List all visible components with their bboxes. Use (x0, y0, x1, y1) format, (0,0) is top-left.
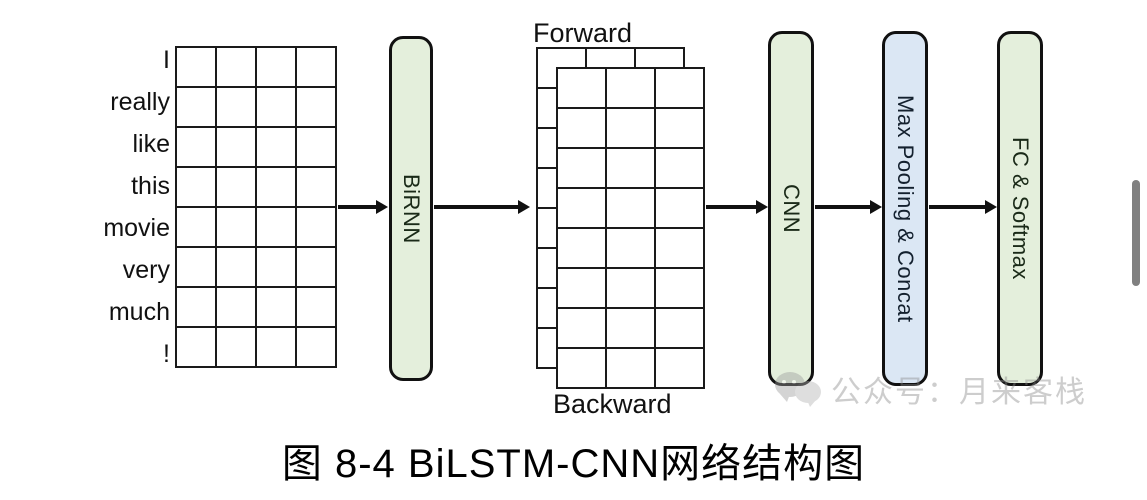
arrow-birnn-to-features (434, 200, 530, 214)
grid-cell (653, 106, 706, 150)
input-embedding-grid (174, 45, 338, 369)
grid-cell (254, 325, 298, 369)
stage-label-max-pooling: Max Pooling & Concat (893, 94, 918, 323)
grid-cell (604, 266, 657, 310)
grid-cell (294, 205, 338, 249)
grid-cell (294, 85, 338, 129)
scrollbar-track[interactable] (1129, 0, 1143, 500)
forward-label: Forward (533, 18, 633, 48)
arrow-features-to-cnn (706, 200, 768, 214)
input-word: like (132, 130, 170, 158)
grid-cell (604, 146, 657, 190)
grid-cell (294, 45, 338, 89)
grid-cell (174, 165, 218, 209)
stage-box-birnn[interactable]: BiRNN (389, 36, 433, 381)
arrow-cnn-to-pooling (815, 200, 882, 214)
grid-cell (653, 66, 706, 110)
grid-cell (254, 205, 298, 249)
grid-cell (604, 306, 657, 350)
grid-cell (294, 325, 338, 369)
grid-cell (555, 226, 608, 270)
scrollbar-thumb[interactable] (1132, 180, 1140, 286)
grid-cell (294, 165, 338, 209)
grid-cell (254, 165, 298, 209)
grid-cell (653, 346, 706, 390)
grid-cell (174, 245, 218, 289)
grid-cell (254, 125, 298, 169)
input-word: this (131, 172, 170, 200)
stage-box-cnn[interactable]: CNN (768, 31, 814, 386)
grid-cell (174, 325, 218, 369)
grid-cell (604, 66, 657, 110)
arrow-pooling-to-fc (929, 200, 997, 214)
grid-cell (653, 226, 706, 270)
arrow-input-to-birnn (338, 200, 388, 214)
backward-feature-grid (555, 66, 706, 390)
grid-cell (254, 285, 298, 329)
input-word: very (122, 256, 170, 284)
stage-label-fc-softmax: FC & Softmax (1008, 137, 1033, 280)
grid-cell (254, 85, 298, 129)
grid-cell (174, 285, 218, 329)
grid-cell (294, 285, 338, 329)
grid-cell (174, 205, 218, 249)
grid-cell (174, 85, 218, 129)
watermark-text: 公众号：月来客栈 (831, 376, 1087, 409)
grid-cell (555, 186, 608, 230)
stage-box-fc-softmax[interactable]: FC & Softmax (997, 31, 1043, 386)
input-word: I (163, 46, 170, 74)
grid-cell (214, 205, 258, 249)
grid-cell (294, 125, 338, 169)
stage-box-max-pooling[interactable]: Max Pooling & Concat (882, 31, 928, 386)
grid-cell (214, 85, 258, 129)
input-word: movie (103, 214, 170, 242)
grid-cell (653, 306, 706, 350)
grid-cell (214, 245, 258, 289)
grid-cell (604, 346, 657, 390)
grid-cell (214, 125, 258, 169)
grid-cell (604, 226, 657, 270)
grid-cell (214, 45, 258, 89)
grid-cell (254, 245, 298, 289)
grid-cell (555, 106, 608, 150)
grid-cell (555, 346, 608, 390)
grid-cell (653, 266, 706, 310)
grid-cell (214, 325, 258, 369)
grid-cell (555, 66, 608, 110)
stage-label-cnn: CNN (779, 183, 804, 234)
grid-cell (604, 106, 657, 150)
figure-caption: 图 8-4 BiLSTM-CNN网络结构图 (281, 442, 866, 486)
grid-cell (174, 45, 218, 89)
input-word-list: I really like this movie very much ! (78, 46, 170, 368)
grid-cell (294, 245, 338, 289)
grid-cell (174, 125, 218, 169)
grid-cell (214, 165, 258, 209)
grid-cell (555, 266, 608, 310)
input-word: much (108, 298, 170, 326)
grid-cell (555, 146, 608, 190)
grid-cell (604, 186, 657, 230)
grid-cell (555, 306, 608, 350)
backward-label: Backward (553, 389, 672, 419)
grid-cell (653, 146, 706, 190)
input-word: ! (163, 340, 170, 368)
grid-cell (254, 45, 298, 89)
grid-cell (214, 285, 258, 329)
grid-cell (653, 186, 706, 230)
stage-label-birnn: BiRNN (399, 173, 424, 244)
input-word: really (110, 88, 170, 116)
